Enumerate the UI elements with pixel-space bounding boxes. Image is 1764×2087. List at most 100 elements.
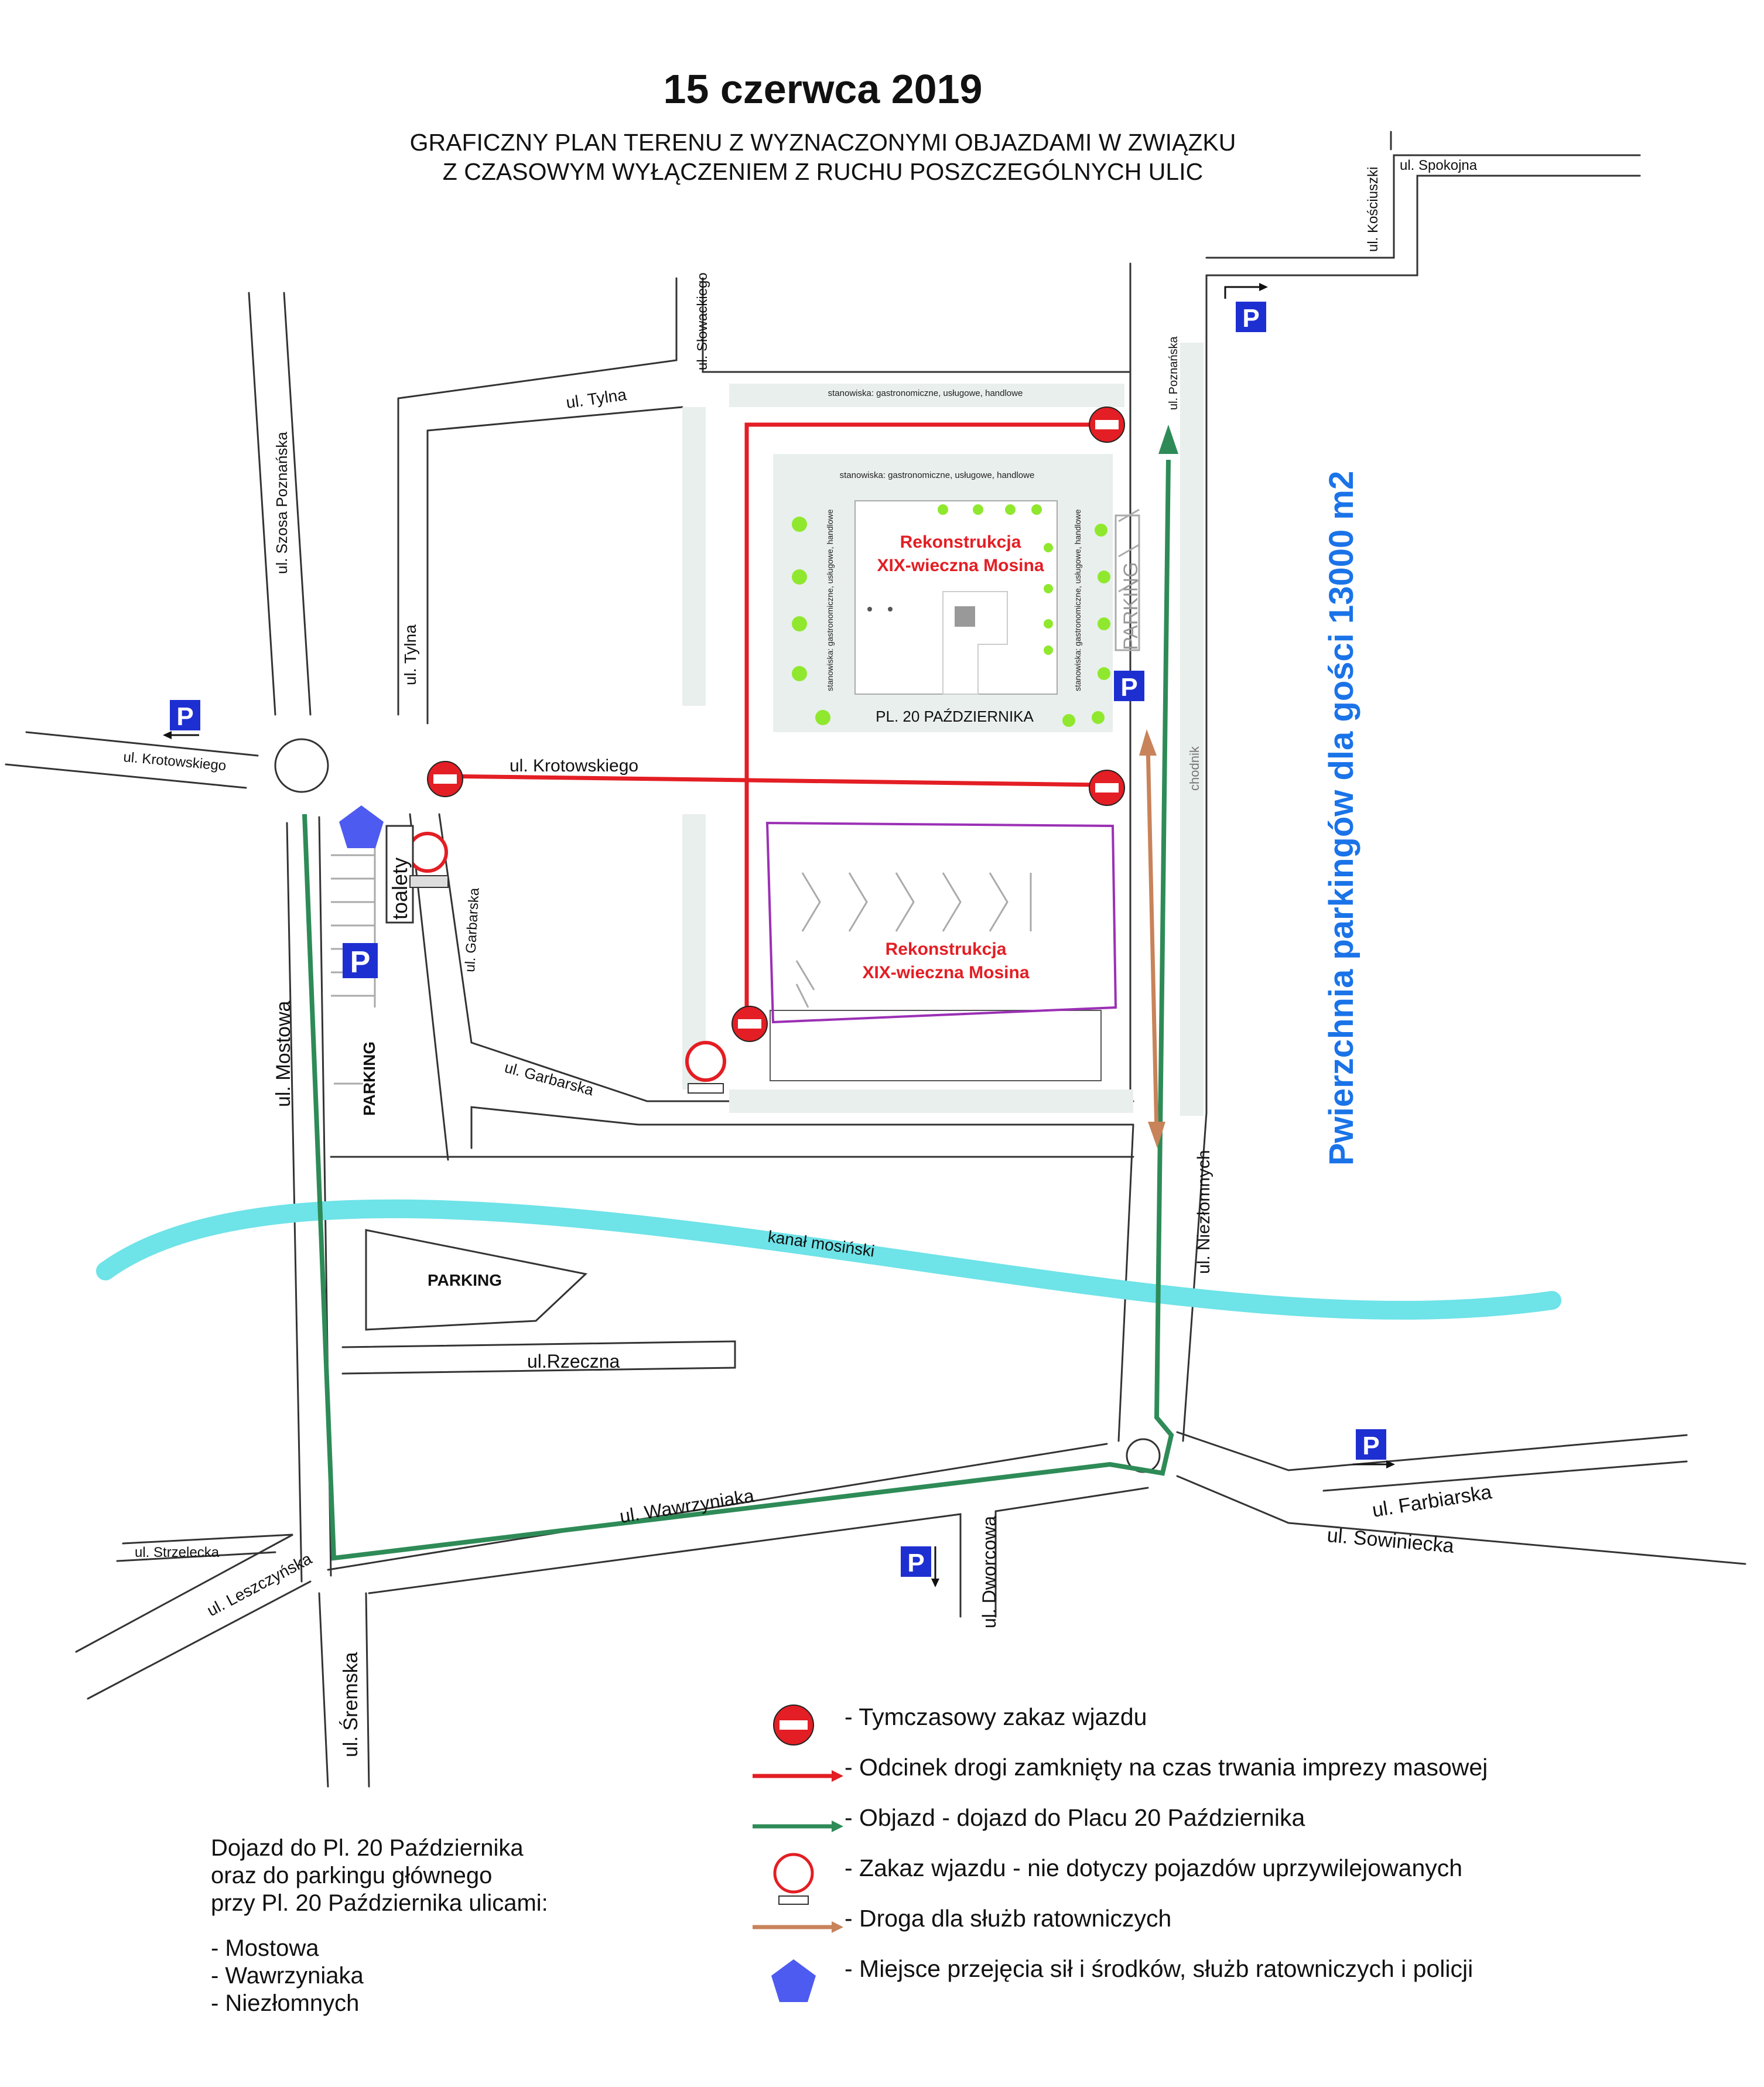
- toilet-hatch: [409, 875, 449, 888]
- svg-text:P: P: [1362, 1432, 1379, 1460]
- street-label: ul. Spokojna: [1400, 158, 1478, 173]
- street-label: ul. Tylna: [401, 624, 419, 685]
- legend-item: - Zakaz wjazdu - nie dotyczy pojazdów up…: [774, 1844, 1746, 1894]
- legend-text: - Odcinek drogi zamknięty na czas trwani…: [845, 1754, 1488, 1781]
- note-line: oraz do parkingu głównego: [211, 1863, 493, 1888]
- legend-item: - Odcinek drogi zamknięty na czas trwani…: [774, 1743, 1746, 1794]
- street-label: ul. Krotowskiego: [510, 756, 638, 776]
- legend-text: - Miejsce przejęcia sił i środków, służb…: [845, 1955, 1474, 1982]
- note-line: przy Pl. 20 Października ulicami:: [211, 1890, 548, 1916]
- svg-text:P: P: [350, 945, 371, 979]
- map-title: 15 czerwca 2019: [663, 66, 983, 112]
- reconstruction-title: Rekonstrukcja: [886, 940, 1007, 959]
- svg-text:P: P: [907, 1549, 924, 1577]
- detour-route: [302, 459, 1174, 1561]
- street-label: ul. Słowackiego: [695, 272, 710, 370]
- block-south: [770, 1010, 1102, 1081]
- legend-symbols: [753, 1705, 843, 2002]
- no-entry-icon: [773, 1705, 814, 1746]
- parking-sign: P: [1236, 302, 1266, 333]
- legend-item: - Droga dla służb ratowniczych: [774, 1894, 1746, 1945]
- legend-text: - Droga dla służb ratowniczych: [845, 1905, 1172, 1932]
- parking-sign: P: [1114, 671, 1144, 702]
- street-label: ul. Kościuszki: [1365, 167, 1381, 252]
- street-outlines: [5, 131, 1746, 1788]
- note-item: - Wawrzyniaka: [211, 1963, 364, 1989]
- detour-arrowhead: [1158, 425, 1178, 454]
- toilet-block: [385, 825, 414, 924]
- roundabout-west: [274, 738, 329, 793]
- reconstruction-title: XIX-wieczna Mosina: [862, 963, 1029, 982]
- parking-label: PARKING: [1120, 562, 1142, 650]
- prohibition-icon: [773, 1853, 814, 1905]
- legend-item: - Tymczasowy zakaz wjazdu: [774, 1693, 1746, 1743]
- emergency-road: [1139, 729, 1165, 1148]
- street-label: ul. Poznańska: [1167, 336, 1180, 410]
- street-label: ul. Szosa Poznańska: [273, 432, 290, 574]
- parking-sign: P: [1356, 1429, 1386, 1460]
- brown-line-swatch: [753, 1921, 843, 1933]
- area-labels: stanowiska: gastronomiczne, usługowe, ha…: [360, 388, 1360, 1289]
- access-note: Dojazd do Pl. 20 Października oraz do pa…: [211, 1835, 548, 2017]
- toilet-label: toalety: [388, 858, 412, 920]
- closed-road: [442, 422, 1107, 1007]
- stall-label: stanowiska: gastronomiczne, usługowe, ha…: [1073, 509, 1082, 691]
- no-entry-icon: [731, 1006, 768, 1042]
- note-item: - Niezłomnych: [211, 1990, 360, 2016]
- no-entry-icon: [1089, 407, 1125, 443]
- street-label: ul. Farbiarska: [1370, 1481, 1493, 1522]
- legend: - Tymczasowy zakaz wjazdu - Odcinek drog…: [774, 1693, 1746, 1995]
- legend-text: - Zakaz wjazdu - nie dotyczy pojazdów up…: [845, 1854, 1463, 1881]
- street-label: ul. Niezłomnych: [1194, 1150, 1213, 1274]
- street-label: ul. Śremska: [339, 1652, 362, 1757]
- street-label: ul. Sowiniecka: [1326, 1524, 1455, 1557]
- legend-text: - Tymczasowy zakaz wjazdu: [845, 1703, 1147, 1730]
- arrowheads: [163, 283, 1395, 1587]
- legend-item: - Objazd - dojazd do Placu 20 Październi…: [774, 1794, 1746, 1844]
- reconstruction-area-2: [765, 821, 1117, 1024]
- legend-text: - Objazd - dojazd do Placu 20 Październi…: [845, 1804, 1305, 1831]
- parking-sign: P: [343, 943, 378, 979]
- map-subtitle: GRAFICZNY PLAN TERENU Z WYZNACZONYMI OBJ…: [0, 128, 1646, 186]
- prohibition-icon: [685, 1041, 726, 1094]
- green-line-swatch: [753, 1820, 843, 1832]
- svg-text:P: P: [1242, 304, 1259, 333]
- red-line-swatch: [753, 1770, 843, 1782]
- bollard: [888, 607, 893, 612]
- direction-arrows: [167, 286, 1391, 1582]
- street-labels: ul. Spokojna ul. Kościuszki ul. Słowacki…: [122, 158, 1493, 1757]
- svg-text:P: P: [1120, 673, 1137, 702]
- stall-label: stanowiska: gastronomiczne, usługowe, ha…: [840, 470, 1035, 480]
- monument: [955, 606, 975, 627]
- street-label: ul. Wawrzyniaka: [618, 1485, 755, 1527]
- note-item: - Mostowa: [211, 1935, 319, 1961]
- parking-area-label: Pwierzchnia parkingów dla gości 13000 m2: [1322, 471, 1360, 1166]
- street-label: ul.Rzeczna: [527, 1351, 620, 1372]
- pentagon-icon: [771, 1959, 816, 2002]
- street-label: ul. Tylna: [565, 385, 628, 412]
- no-entry-icon: [427, 761, 463, 797]
- canal: [96, 1199, 1561, 1320]
- trees: [792, 504, 1110, 727]
- stall-label: stanowiska: gastronomiczne, usługowe, ha…: [828, 388, 1023, 398]
- plac-label: PL. 20 PAŹDZIERNIKA: [876, 708, 1034, 725]
- svg-text:P: P: [176, 702, 193, 731]
- street-label: ul. Dworcowa: [979, 1516, 1000, 1628]
- note-line: Dojazd do Pl. 20 Października: [211, 1835, 524, 1861]
- legend-item: - Miejsce przejęcia sił i środków, służb…: [774, 1945, 1746, 1995]
- parking-label: PARKING: [428, 1271, 502, 1289]
- street-label: ul. Garbarska: [462, 887, 483, 972]
- reconstruction-title: XIX-wieczna Mosina: [877, 556, 1044, 575]
- stall-areas: [682, 343, 1204, 1116]
- reconstruction-title: Rekonstrukcja: [900, 532, 1021, 552]
- parking-sign: P: [170, 700, 200, 731]
- pentagon-icon: [339, 805, 384, 848]
- street-label: ul. Strzelecka: [135, 1545, 220, 1560]
- street-label: ul. Mostowa: [272, 1001, 295, 1107]
- subtitle-line: Z CZASOWYM WYŁĄCZENIEM Z RUCHU POSZCZEGÓ…: [442, 158, 1204, 185]
- no-entry-icon: [1089, 770, 1125, 806]
- street-label: chodnik: [1187, 746, 1202, 791]
- parking-sign: P: [901, 1546, 931, 1577]
- bollard: [867, 607, 872, 612]
